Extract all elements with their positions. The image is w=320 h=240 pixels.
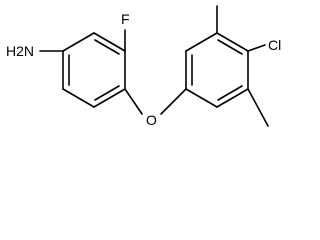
methyl-bottom <box>247 88 269 127</box>
bond-a1-a2 <box>93 32 126 52</box>
bond-chlorine <box>247 44 266 52</box>
oxygen-label: O <box>146 112 157 128</box>
structure-diagram: H2N F O Cl <box>6 5 281 128</box>
bond-a6-a1 <box>62 32 95 52</box>
bond-ether-left <box>124 88 143 115</box>
fluorine-label: F <box>121 11 130 27</box>
bond-ether-right <box>160 88 187 115</box>
double-bond-a3-a4 <box>94 85 120 101</box>
molecule-drawing: H2N F O Cl <box>6 5 281 128</box>
chlorine-label: Cl <box>268 37 281 53</box>
bond-b6-b1 <box>185 88 218 108</box>
bond-b5-b6 <box>216 88 249 108</box>
bond-a3-a4 <box>93 88 126 108</box>
amine-label: H2N <box>6 43 34 59</box>
bond-b3-b4 <box>216 32 249 52</box>
ring-a <box>62 32 126 108</box>
double-bond-a1-a2 <box>94 39 120 55</box>
ring-b <box>185 32 249 108</box>
bond-b2-b3 <box>185 32 218 52</box>
bond-a4-a5 <box>62 88 95 108</box>
double-bond-b3-b4 <box>217 39 243 55</box>
double-bond-b5-b6 <box>217 85 243 101</box>
